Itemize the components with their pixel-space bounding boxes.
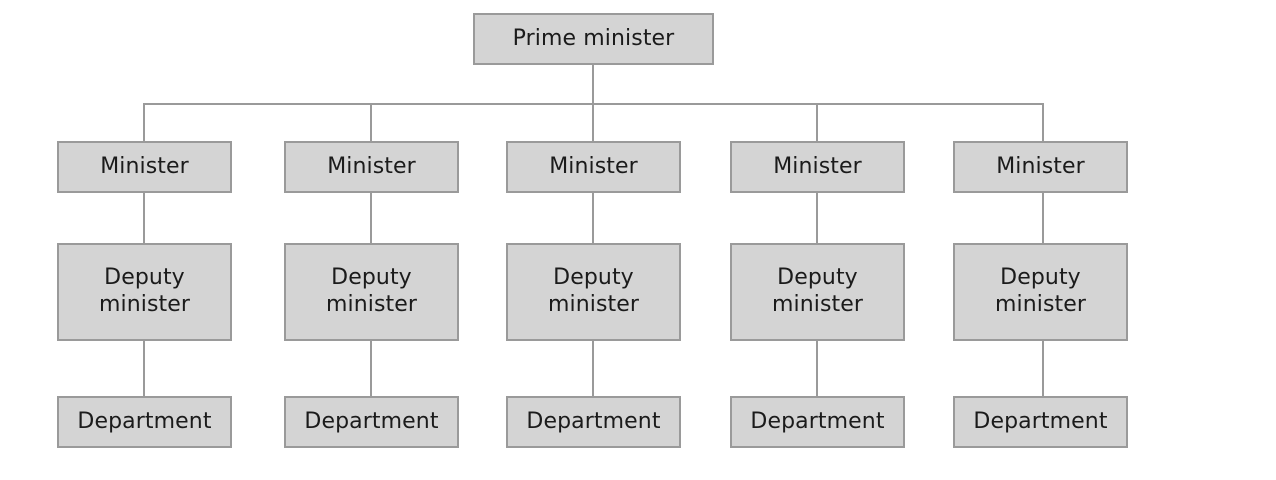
connector-minister-to-deputy-3 bbox=[592, 193, 594, 243]
node-department-1[interactable]: Department bbox=[57, 396, 232, 448]
node-minister-5[interactable]: Minister bbox=[953, 141, 1128, 193]
node-minister-3[interactable]: Minister bbox=[506, 141, 681, 193]
node-department-5[interactable]: Department bbox=[953, 396, 1128, 448]
node-minister-1[interactable]: Minister bbox=[57, 141, 232, 193]
connector-minister-to-deputy-5 bbox=[1042, 193, 1044, 243]
connector-bus-to-minister-5 bbox=[1042, 103, 1044, 141]
connector-root-stem bbox=[592, 65, 594, 104]
node-department-3[interactable]: Department bbox=[506, 396, 681, 448]
node-department-4[interactable]: Department bbox=[730, 396, 905, 448]
connector-deputy-to-department-5 bbox=[1042, 341, 1044, 396]
connector-minister-to-deputy-2 bbox=[370, 193, 372, 243]
node-deputy-minister-3[interactable]: Deputy minister bbox=[506, 243, 681, 341]
connector-minister-to-deputy-1 bbox=[143, 193, 145, 243]
connector-deputy-to-department-3 bbox=[592, 341, 594, 396]
connector-deputy-to-department-2 bbox=[370, 341, 372, 396]
connector-bus-to-minister-2 bbox=[370, 103, 372, 141]
node-deputy-minister-1[interactable]: Deputy minister bbox=[57, 243, 232, 341]
connector-bus-to-minister-4 bbox=[816, 103, 818, 141]
connector-deputy-to-department-4 bbox=[816, 341, 818, 396]
node-prime-minister[interactable]: Prime minister bbox=[473, 13, 714, 65]
node-deputy-minister-5[interactable]: Deputy minister bbox=[953, 243, 1128, 341]
connector-deputy-to-department-1 bbox=[143, 341, 145, 396]
connector-bus-to-minister-3 bbox=[592, 103, 594, 141]
connector-minister-to-deputy-4 bbox=[816, 193, 818, 243]
node-deputy-minister-4[interactable]: Deputy minister bbox=[730, 243, 905, 341]
node-minister-4[interactable]: Minister bbox=[730, 141, 905, 193]
connector-bus-to-minister-1 bbox=[143, 103, 145, 141]
node-department-2[interactable]: Department bbox=[284, 396, 459, 448]
node-deputy-minister-2[interactable]: Deputy minister bbox=[284, 243, 459, 341]
node-minister-2[interactable]: Minister bbox=[284, 141, 459, 193]
